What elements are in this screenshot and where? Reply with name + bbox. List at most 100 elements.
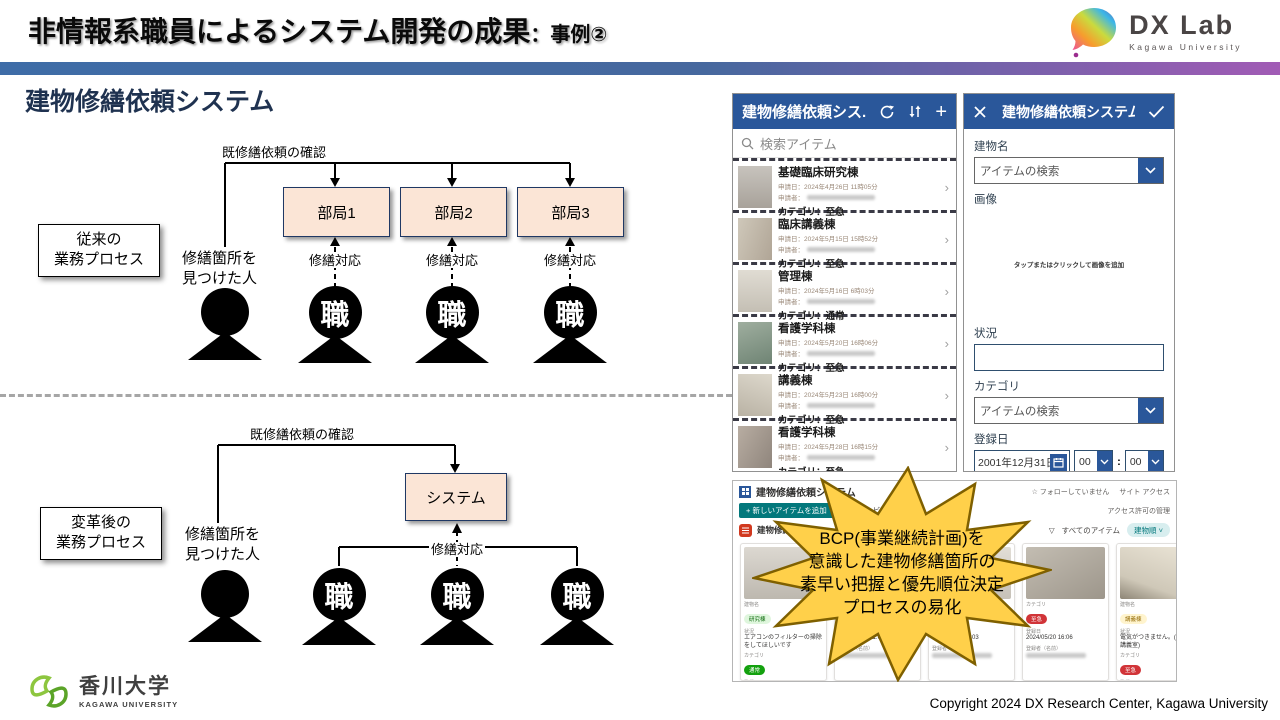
item-date: 申請日：2024年4月26日 11時05分 bbox=[778, 184, 878, 191]
person-body bbox=[188, 332, 262, 360]
before-label-line2: 業務プロセス bbox=[53, 251, 144, 269]
staff-head: 職 bbox=[308, 286, 362, 339]
staff-head: 職 bbox=[543, 286, 597, 339]
item-building: 講義棟 bbox=[778, 375, 813, 387]
app-form-header: 建物修繕依頼システム bbox=[964, 94, 1174, 129]
building-badge: 講義棟 bbox=[1120, 614, 1147, 624]
item-category: カテゴリ：通常 bbox=[778, 311, 845, 322]
date-input[interactable]: 2001年12月31日 bbox=[974, 450, 1070, 471]
item-category: カテゴリ：至急 bbox=[778, 259, 845, 270]
after-person-staff-1: 職 bbox=[299, 568, 379, 645]
category-dropdown[interactable]: アイテムの検索 bbox=[974, 397, 1164, 424]
page-title-suffix: ：事例② bbox=[530, 24, 608, 46]
dx-lab-wordmark: DX Lab bbox=[1129, 10, 1235, 40]
page-title: 非情報系職員によるシステム開発の成果：事例② bbox=[28, 10, 607, 50]
sort-icon[interactable] bbox=[908, 104, 922, 119]
search-input[interactable]: 検索アイテム bbox=[733, 129, 956, 158]
category-badge: 通常 bbox=[744, 665, 766, 675]
item-category: カテゴリ：至急 bbox=[778, 207, 845, 218]
list-item[interactable]: 看護学科棟 申請日：2024年5月20日 16時06分 申請者： カテゴリ：至急… bbox=[733, 314, 956, 374]
after-person-staff-2: 職 bbox=[417, 568, 497, 645]
list-item[interactable]: 臨床講義棟 申請日：2024年5月15日 15時52分 申請者： カテゴリ：至急… bbox=[733, 210, 956, 270]
page-title-main: 非情報系職員によるシステム開発の成果 bbox=[28, 16, 531, 47]
chevron-right-icon: › bbox=[944, 231, 949, 247]
app-form-title: 建物修繕依頼システム bbox=[1002, 103, 1135, 120]
card-photo bbox=[1120, 547, 1176, 599]
before-action-label-1: 修繕対応 bbox=[306, 253, 363, 268]
manage-access-button[interactable]: アクセス許可の管理 bbox=[1107, 507, 1170, 515]
dept-box-2: 部局2 bbox=[400, 187, 507, 237]
chevron-down-icon[interactable] bbox=[1147, 451, 1163, 471]
chevron-right-icon: › bbox=[944, 439, 949, 455]
image-drop-area[interactable]: タップまたはクリックして画像を追加 bbox=[974, 210, 1164, 318]
item-category: カテゴリ：至急 bbox=[778, 363, 845, 374]
list-item[interactable]: 講義棟 申請日：2024年5月23日 16時00分 申請者： カテゴリ：至急 › bbox=[733, 366, 956, 426]
before-check-label: 既修繕依頼の確認 bbox=[222, 145, 327, 160]
redacted-applicant bbox=[807, 402, 875, 408]
image-hint: タップまたはクリックして画像を追加 bbox=[1013, 262, 1125, 269]
item-category: カテゴリ：至急 bbox=[778, 464, 939, 471]
staff-head: 職 bbox=[425, 286, 479, 339]
app-list-title: 建物修繕依頼シス... bbox=[742, 104, 867, 121]
item-date: 申請日：2024年5月16日 6時03分 bbox=[778, 288, 875, 295]
after-action-label: 修繕対応 bbox=[428, 542, 485, 557]
item-thumbnail bbox=[738, 270, 772, 312]
before-person-staff-3: 職 bbox=[530, 286, 610, 363]
item-building: 管理棟 bbox=[778, 271, 813, 283]
hour-select[interactable]: 00 bbox=[1074, 450, 1114, 471]
callout-text: BCP(事業継続計画)を 意識した建物修繕箇所の 素早い把握と優先順位決定 プロ… bbox=[800, 529, 1004, 617]
redacted-applicant bbox=[807, 350, 875, 356]
item-date: 申請日：2024年5月15日 15時52分 bbox=[778, 236, 879, 243]
new-item-button[interactable]: + 新しいアイテムを追加 bbox=[739, 503, 834, 518]
building-badge: 研究棟 bbox=[744, 614, 771, 624]
card-date: 2024/05/20 16:06 bbox=[1026, 635, 1073, 641]
view-tab[interactable]: 建物順 ˅ bbox=[1127, 523, 1170, 537]
before-label-line1: 従来の bbox=[76, 231, 122, 248]
status-label: 状況 bbox=[974, 328, 997, 340]
calendar-icon[interactable] bbox=[1050, 453, 1067, 471]
building-dropdown[interactable]: アイテムの検索 bbox=[974, 157, 1164, 184]
after-check-label: 既修繕依頼の確認 bbox=[250, 427, 355, 442]
list-item[interactable]: 看護学科棟 申請日：2024年5月28日 16時15分 申請者： カテゴリ：至急… bbox=[733, 418, 956, 471]
item-thumbnail bbox=[738, 374, 772, 416]
minute-select[interactable]: 00 bbox=[1124, 450, 1164, 471]
chevron-right-icon: › bbox=[944, 387, 949, 403]
card-status: 電気がつきません。(05：A4講義室) bbox=[1120, 635, 1176, 649]
close-icon[interactable] bbox=[973, 105, 987, 119]
follow-button[interactable]: ☆ フォローしていません bbox=[1031, 488, 1110, 496]
add-icon[interactable]: + bbox=[935, 100, 947, 123]
item-thumbnail bbox=[738, 322, 772, 364]
site-access-button[interactable]: サイト アクセス bbox=[1119, 488, 1170, 496]
category-label: カテゴリ bbox=[974, 381, 1020, 393]
filter-icon[interactable]: ▽ bbox=[1048, 525, 1055, 535]
before-finder-label: 修繕箇所を 見つけた人 bbox=[182, 250, 258, 287]
chevron-down-icon[interactable] bbox=[1138, 398, 1163, 423]
staff-head: 職 bbox=[312, 568, 366, 621]
item-category: カテゴリ：至急 bbox=[778, 415, 845, 426]
university-name: 香川大学 bbox=[79, 674, 171, 698]
chevron-down-icon[interactable] bbox=[1097, 451, 1113, 471]
sp-card[interactable]: 建物名 講義棟 状況 電気がつきません。(05：A4講義室) カテゴリ 至急 登… bbox=[1116, 543, 1176, 681]
check-icon[interactable] bbox=[1148, 105, 1165, 118]
category-badge: 至急 bbox=[1026, 614, 1048, 624]
status-input[interactable] bbox=[974, 344, 1164, 371]
list-icon bbox=[739, 523, 752, 537]
chevron-right-icon: › bbox=[944, 335, 949, 351]
list-item[interactable]: 基礎臨床研究棟 申請日：2024年4月26日 11時05分 申請者： カテゴリ：… bbox=[733, 158, 956, 218]
redacted-applicant bbox=[807, 454, 875, 460]
app-list-screenshot: 建物修繕依頼シス... + 検索アイテム 基礎臨床研究棟 申請日：2024年4月… bbox=[732, 93, 957, 472]
chevron-down-icon[interactable] bbox=[1138, 158, 1163, 183]
all-items-tab[interactable]: すべてのアイテム bbox=[1061, 525, 1121, 535]
item-building: 臨床講義棟 bbox=[778, 219, 836, 231]
before-action-label-2: 修繕対応 bbox=[423, 253, 480, 268]
after-person-finder bbox=[185, 570, 265, 642]
dx-lab-logo: DX Lab Kagawa University bbox=[1067, 5, 1242, 59]
item-building: 基礎臨床研究棟 bbox=[778, 167, 859, 179]
refresh-icon[interactable] bbox=[879, 104, 895, 120]
chevron-right-icon: › bbox=[944, 179, 949, 195]
accent-bar bbox=[0, 62, 1280, 75]
list-item[interactable]: 管理棟 申請日：2024年5月16日 6時03分 申請者： カテゴリ：通常 › bbox=[733, 262, 956, 322]
after-label-line1: 変革後の bbox=[70, 514, 131, 531]
before-person-staff-2: 職 bbox=[412, 286, 492, 363]
